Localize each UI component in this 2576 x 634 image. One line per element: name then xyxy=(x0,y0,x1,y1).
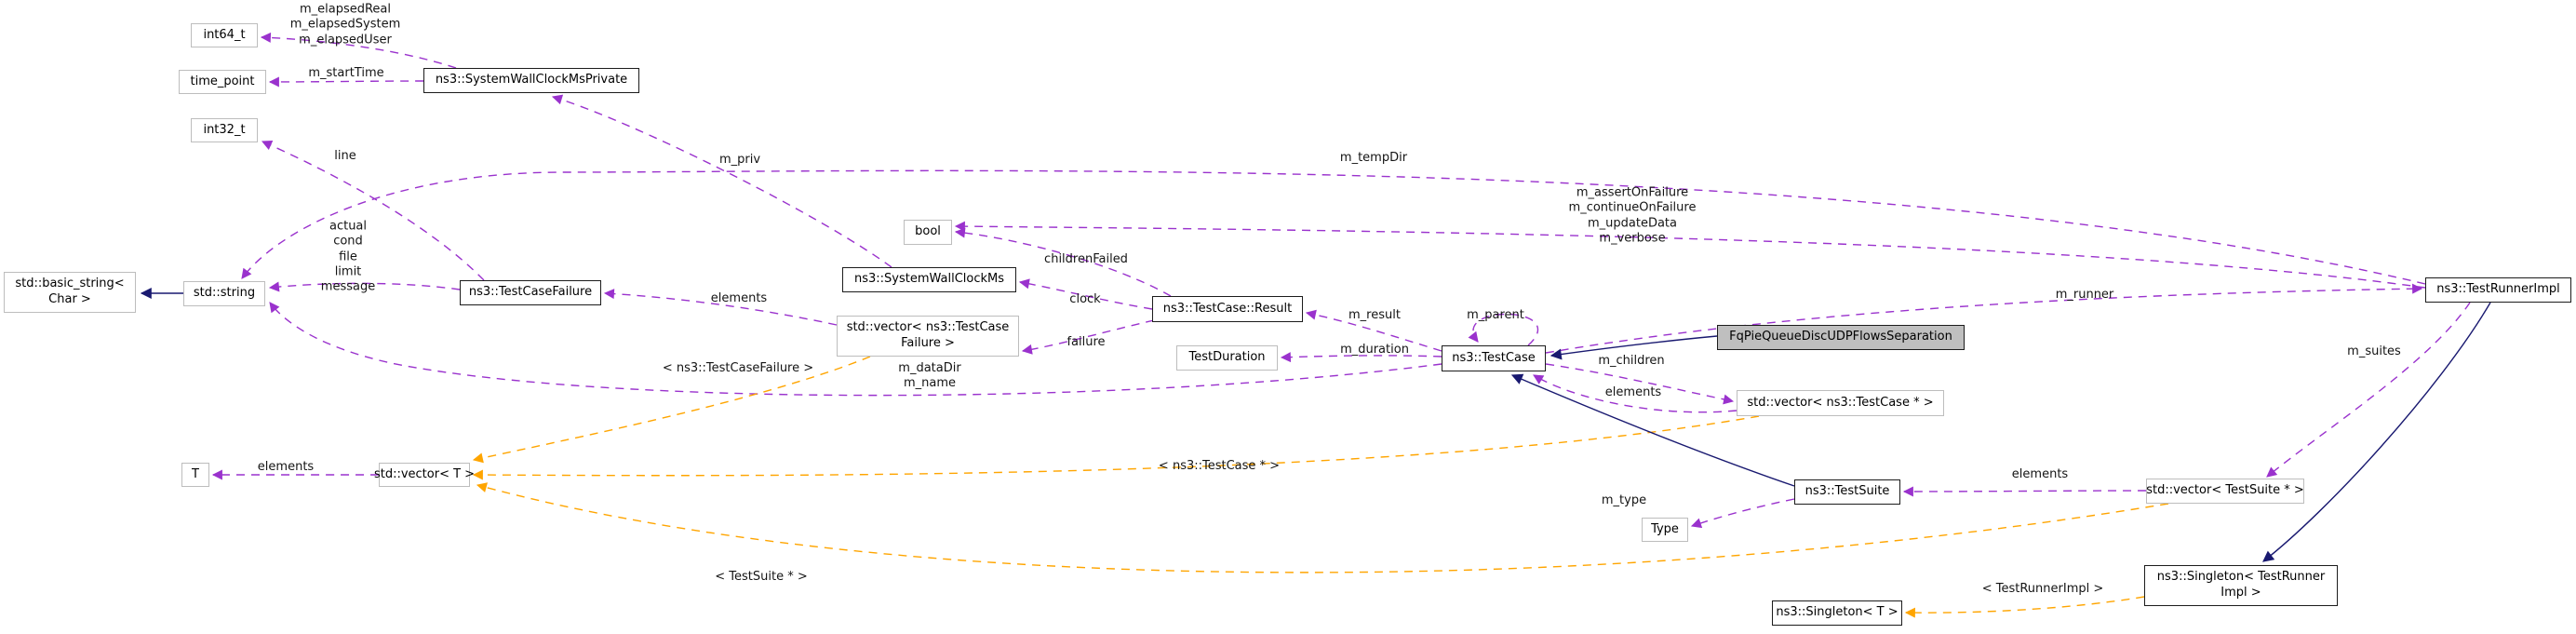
edge-label-clock: clock xyxy=(1069,291,1101,306)
edge-elements-ts xyxy=(1902,486,2147,497)
edge-tmpl-ts xyxy=(476,482,2169,573)
edge-label-elements-t: elements xyxy=(257,459,315,474)
edge-label-starttime: m_startTime xyxy=(308,65,384,80)
node-t-param[interactable]: T xyxy=(181,463,209,487)
edge-label-failure-fields: actual cond file limit message xyxy=(320,219,376,294)
edge-label-elements-tc: elements xyxy=(1604,384,1662,399)
edge-type xyxy=(1690,498,1795,529)
edge-label-tmpl-tri: < TestRunnerImpl > xyxy=(1981,581,2104,596)
node-bool[interactable]: bool xyxy=(904,220,952,245)
edge-tmpl-tc xyxy=(472,415,1760,480)
edge-children xyxy=(1545,363,1735,405)
edge-clock xyxy=(1018,278,1153,310)
edge-tmpl-tcf xyxy=(472,356,871,464)
node-type[interactable]: Type xyxy=(1642,518,1688,542)
edge-suites xyxy=(2266,302,2471,478)
node-vector-t[interactable]: std::vector< T > xyxy=(374,463,475,487)
edge-label-parent: m_parent xyxy=(1467,307,1524,322)
edge-label-runner-flags: m_assertOnFailure m_continueOnFailure m_… xyxy=(1568,185,1697,246)
edge-inh-fqpie xyxy=(1550,335,1718,360)
edge-label-result: m_result xyxy=(1348,307,1401,322)
node-int64-t[interactable]: int64_t xyxy=(191,23,258,47)
edge-label-elapsed: m_elapsedReal m_elapsedSystem m_elapsedU… xyxy=(289,2,401,47)
node-vector-testcasefailure[interactable]: std::vector< ns3::TestCase Failure > xyxy=(837,316,1019,357)
node-singleton-testrunnerimpl[interactable]: ns3::Singleton< TestRunner Impl > xyxy=(2144,565,2338,606)
node-testduration[interactable]: TestDuration xyxy=(1176,345,1278,371)
node-basic-string[interactable]: std::basic_string< Char > xyxy=(4,272,136,313)
node-vector-testsuite-ptr[interactable]: std::vector< TestSuite * > xyxy=(2146,479,2304,504)
edge-elapsed xyxy=(260,32,457,69)
edge-failure-fields xyxy=(268,281,461,292)
edge-label-elements-tcf: elements xyxy=(710,290,768,305)
node-testcasefailure[interactable]: ns3::TestCaseFailure xyxy=(460,280,601,305)
edge-inh-runnerimpl xyxy=(2262,302,2491,562)
edge-label-duration: m_duration xyxy=(1340,342,1409,357)
node-systemwallclockms[interactable]: ns3::SystemWallClockMs xyxy=(842,267,1016,292)
edge-parent xyxy=(1468,313,1538,346)
edge-label-tempdir: m_tempDir xyxy=(1339,150,1408,165)
node-vector-testcase-ptr[interactable]: std::vector< ns3::TestCase * > xyxy=(1737,390,1944,416)
edge-childrenfailed xyxy=(954,227,1172,297)
edge-result xyxy=(1305,309,1442,352)
edge-label-failure: failure xyxy=(1067,334,1106,349)
node-testcase[interactable]: ns3::TestCase xyxy=(1442,345,1546,371)
edge-starttime xyxy=(268,76,424,88)
edge-label-elements-ts: elements xyxy=(2011,466,2069,481)
node-singleton-t[interactable]: ns3::Singleton< T > xyxy=(1772,600,1902,626)
edge-label-tmpl-tcf: < ns3::TestCaseFailure > xyxy=(662,360,814,375)
edge-runner-flags xyxy=(954,221,2426,289)
edge-label-priv: m_priv xyxy=(718,152,761,167)
edge-line xyxy=(261,140,485,281)
edge-label-tmpl-tc: < ns3::TestCase * > xyxy=(1158,458,1281,473)
edge-duration xyxy=(1280,352,1442,363)
edge-tempdir xyxy=(241,169,2426,285)
node-testrunnerimpl[interactable]: ns3::TestRunnerImpl xyxy=(2425,277,2571,303)
node-systemwallclockms-private[interactable]: ns3::SystemWallClockMsPrivate xyxy=(423,68,639,93)
edge-tmpl-tri xyxy=(1904,596,2145,618)
edge-elements-tcf xyxy=(603,289,838,326)
edge-label-children: m_children xyxy=(1598,353,1665,368)
edge-runner xyxy=(1545,283,2423,354)
edge-failure xyxy=(1021,319,1155,355)
edge-label-datadir-name: m_dataDir m_name xyxy=(898,360,961,390)
node-testsuite[interactable]: ns3::TestSuite xyxy=(1794,479,1900,505)
edge-priv xyxy=(551,94,892,268)
edge-label-line: line xyxy=(334,148,356,163)
node-fqpie-queue-disc-udp-flows-separation: FqPieQueueDiscUDPFlowsSeparation xyxy=(1717,325,1965,350)
edge-label-suites: m_suites xyxy=(2347,344,2401,358)
edge-label-tmpl-ts: < TestSuite * > xyxy=(715,569,808,584)
edge-inh-testsuite xyxy=(1510,373,1795,487)
node-int32-t[interactable]: int32_t xyxy=(191,118,258,142)
node-time-point[interactable]: time_point xyxy=(179,70,266,94)
edge-datadir-name xyxy=(269,302,1442,397)
edge-elements-tc xyxy=(1533,374,1737,413)
edge-label-childrenfailed: childrenFailed xyxy=(1044,251,1128,266)
edge-label-runner: m_runner xyxy=(2055,287,2114,302)
edge-label-type: m_type xyxy=(1601,492,1647,507)
node-std-string[interactable]: std::string xyxy=(183,281,265,306)
node-testcase-result[interactable]: ns3::TestCase::Result xyxy=(1152,296,1303,322)
